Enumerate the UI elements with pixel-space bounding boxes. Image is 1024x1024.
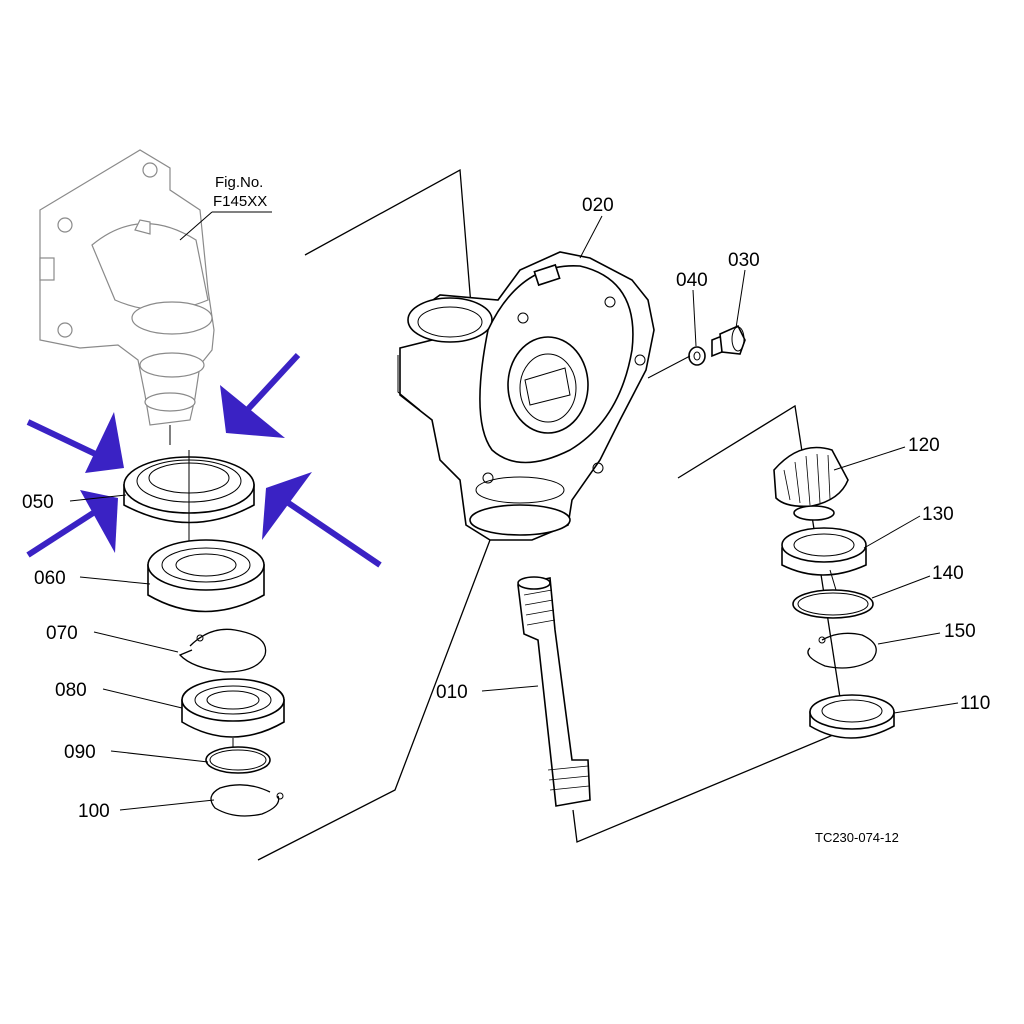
part-030-plug <box>711 324 746 358</box>
label-100: 100 <box>78 801 110 822</box>
part-020-housing <box>397 251 655 541</box>
group-bracket-left <box>257 168 491 861</box>
figure-number-block: Fig.No. F145XX <box>179 174 272 241</box>
arrow-lower-right <box>262 472 382 568</box>
label-140: 140 <box>932 563 964 584</box>
callout-labels: 050 060 070 080 090 100 010 020 040 030 … <box>22 195 990 822</box>
part-130-bearing <box>781 527 867 576</box>
part-120-bevel-gear <box>773 446 849 521</box>
highlight-arrows <box>26 352 382 568</box>
part-060-bearing <box>147 539 265 613</box>
label-090: 090 <box>64 742 96 763</box>
part-140-washer <box>792 589 874 619</box>
label-080: 080 <box>55 680 87 701</box>
part-100-snap-ring <box>210 784 284 817</box>
label-150: 150 <box>944 621 976 642</box>
fig-no-value: F145XX <box>213 193 267 210</box>
fig-no-label: Fig.No. <box>215 174 263 191</box>
leader-lines <box>69 215 959 811</box>
label-070: 070 <box>46 623 78 644</box>
label-050: 050 <box>22 492 54 513</box>
part-080-bearing <box>181 678 285 738</box>
reference-housing <box>39 149 215 426</box>
label-060: 060 <box>34 568 66 589</box>
label-130: 130 <box>922 504 954 525</box>
part-110-seal <box>809 694 895 739</box>
part-090-washer <box>205 746 271 774</box>
part-040-washer <box>688 346 706 366</box>
label-030: 030 <box>728 250 760 271</box>
arrow-lower-left <box>26 490 118 558</box>
part-010-shaft <box>517 576 591 807</box>
label-020: 020 <box>582 195 614 216</box>
label-010: 010 <box>436 682 468 703</box>
label-040: 040 <box>676 270 708 291</box>
figure-reference-code: TC230-074-12 <box>815 830 899 845</box>
label-110: 110 <box>960 693 990 714</box>
label-120: 120 <box>908 435 940 456</box>
part-150-snap-ring <box>807 632 877 669</box>
arrow-upper-left <box>26 412 124 473</box>
arrow-upper-right <box>220 352 301 438</box>
part-070-snap-ring <box>178 628 267 673</box>
